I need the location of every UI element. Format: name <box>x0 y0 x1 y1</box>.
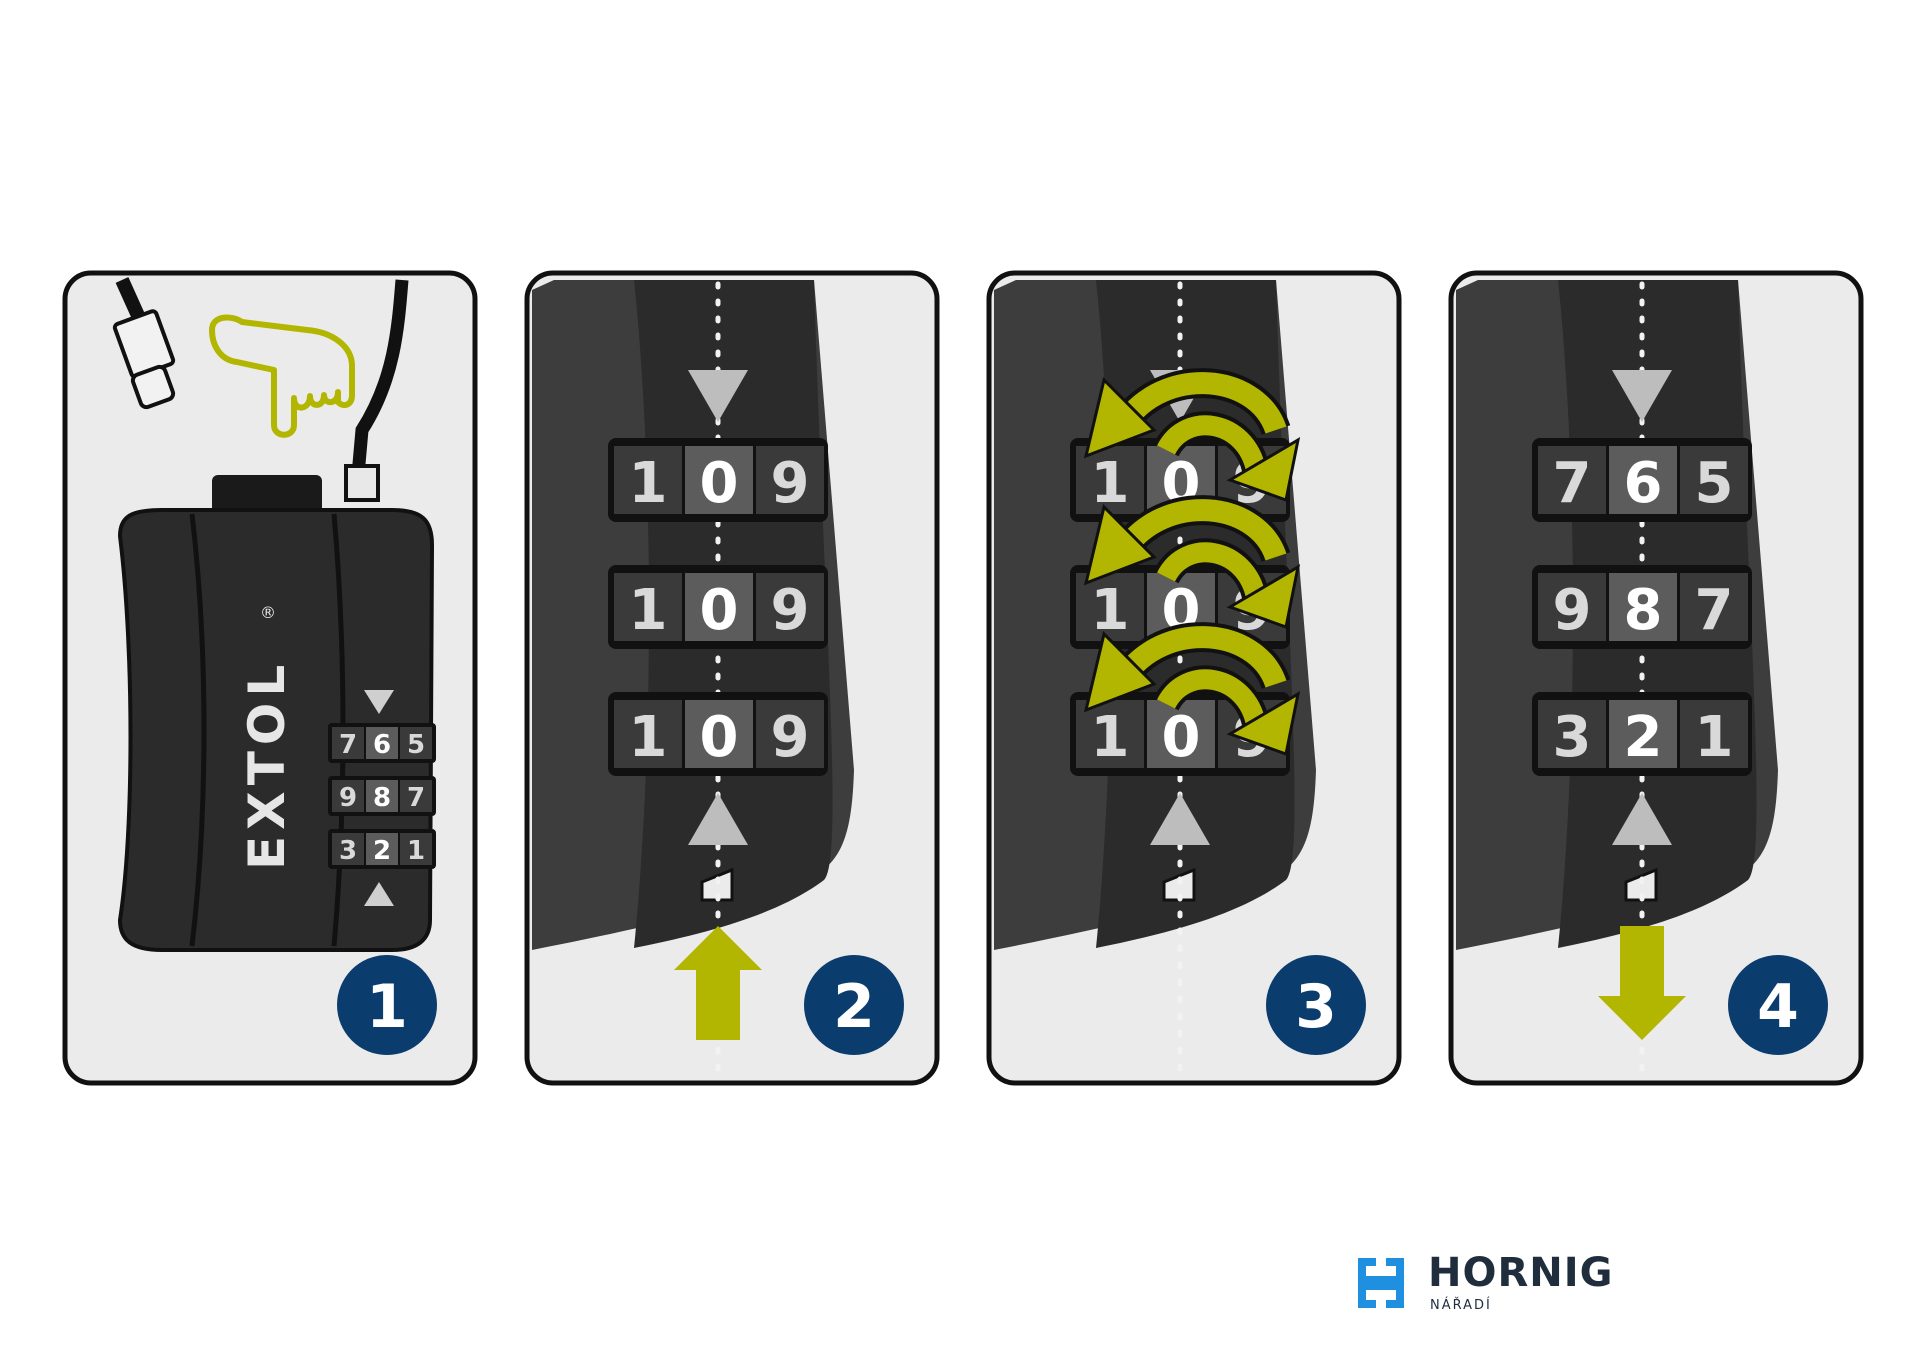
dial-digit: 9 <box>771 451 810 516</box>
rotate-arrows-icon <box>1083 368 1301 756</box>
step-2-illustration: 1 0 9 1 0 9 1 0 9 2 <box>524 270 940 1086</box>
brand-logo-text: EXTOL <box>238 659 296 870</box>
step-1-illustration: EXTOL ® 7 6 5 9 8 7 <box>62 270 478 1086</box>
dial-digit: 6 <box>1624 451 1663 516</box>
dial-digit: 0 <box>700 705 739 770</box>
dial-digit: 1 <box>629 451 668 516</box>
hornig-logo: HORNIG NÁŘADÍ <box>1350 1248 1614 1318</box>
combination-dials: 7 6 5 9 8 7 3 2 1 <box>1532 438 1752 776</box>
dial-digit: 9 <box>771 578 810 643</box>
dial-digit: 2 <box>373 836 391 866</box>
dial-digit: 5 <box>407 730 425 760</box>
hornig-logo-mark-icon <box>1358 1258 1404 1308</box>
step-panel-1: EXTOL ® 7 6 5 9 8 7 <box>62 270 478 1086</box>
dial-digit: 7 <box>1553 451 1592 516</box>
combination-dials: 7 6 5 9 8 7 3 2 1 <box>328 723 436 869</box>
step-panel-4: 7 6 5 9 8 7 3 2 1 4 <box>1448 270 1864 1086</box>
step-badge <box>804 955 904 1055</box>
dial-digit: 9 <box>339 783 357 813</box>
step-badge <box>1728 955 1828 1055</box>
arrow-down-icon <box>1598 926 1686 1040</box>
dial-digit: 1 <box>629 578 668 643</box>
dial-digit: 3 <box>1553 705 1592 770</box>
dial-digit: 3 <box>339 836 357 866</box>
dial-digit: 9 <box>771 705 810 770</box>
dial-digit: 0 <box>700 451 739 516</box>
dial-digit: 6 <box>373 730 391 760</box>
dial-digit: 0 <box>1162 705 1201 770</box>
dial-digit: 8 <box>1624 578 1663 643</box>
step-panel-2: 1 0 9 1 0 9 1 0 9 2 <box>524 270 940 1086</box>
dial-digit: 0 <box>700 578 739 643</box>
dial-digit: 5 <box>1695 451 1734 516</box>
logo-name: HORNIG <box>1428 1250 1614 1296</box>
dial-digit: 1 <box>629 705 668 770</box>
dial-digit: 7 <box>1695 578 1734 643</box>
dial-digit: 1 <box>1695 705 1734 770</box>
dial-digit: 1 <box>407 836 425 866</box>
dial-digit: 1 <box>1091 451 1130 516</box>
dial-digit: 9 <box>1553 578 1592 643</box>
logo-subtitle: NÁŘADÍ <box>1430 1298 1492 1313</box>
combination-dials: 1 0 9 1 0 9 1 0 9 <box>608 438 828 776</box>
step-number: 2 <box>833 972 875 1042</box>
dial-digit: 8 <box>373 783 391 813</box>
dial-digit: 1 <box>1091 705 1130 770</box>
dial-digit: 2 <box>1624 705 1663 770</box>
cable-plug-icon <box>112 277 176 410</box>
brand-registered-mark: ® <box>260 603 276 622</box>
step-badge <box>1266 955 1366 1055</box>
dial-digit: 7 <box>407 783 425 813</box>
step-panel-3: 1 0 9 1 0 9 1 0 9 <box>986 270 1402 1086</box>
step-3-illustration: 1 0 9 1 0 9 1 0 9 <box>986 270 1402 1086</box>
dial-digit: 7 <box>339 730 357 760</box>
step-badge <box>337 955 437 1055</box>
dial-digit: 1 <box>1091 578 1130 643</box>
step-4-illustration: 7 6 5 9 8 7 3 2 1 4 <box>1448 270 1864 1086</box>
arrow-up-icon <box>674 926 762 1040</box>
pointing-hand-icon <box>209 314 355 438</box>
step-number: 4 <box>1757 972 1799 1042</box>
step-number: 1 <box>366 972 408 1042</box>
step-number: 3 <box>1295 972 1337 1042</box>
